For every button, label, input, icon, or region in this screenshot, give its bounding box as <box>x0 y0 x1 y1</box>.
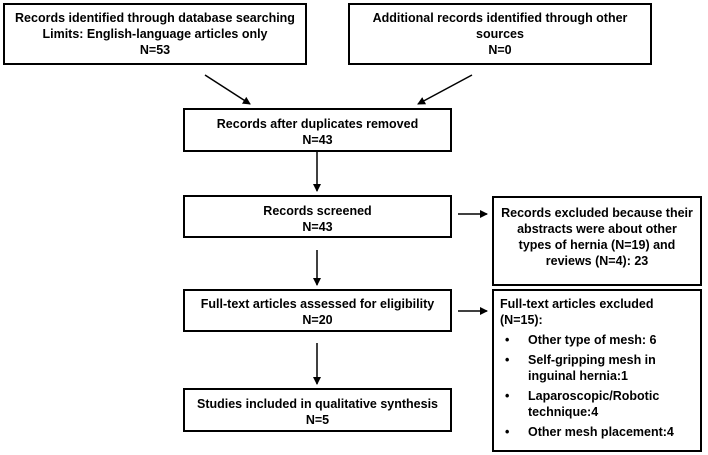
box-fulltext-assessed: Full-text articles assessed for eligibil… <box>183 289 452 332</box>
box-line: abstracts were about other <box>517 222 677 236</box>
list-item: • Other mesh placement:4 <box>500 424 694 440</box>
list-item: • Self-gripping mesh in inguinal hernia:1 <box>500 352 694 384</box>
box-label: Records screened <box>263 204 372 218</box>
bullet-icon: • <box>505 389 510 403</box>
arrow-other-to-duplicates <box>417 74 473 105</box>
box-label: Studies included in qualitative synthesi… <box>196 397 439 411</box>
box-line: Limits: English-language articles only <box>42 27 268 41</box>
box-count: N=5 <box>305 413 330 427</box>
box-count: N=0 <box>488 43 512 57</box>
exclusion-reasons-list: • Other type of mesh: 6 • Self-gripping me… <box>500 332 694 440</box>
box-line: types of hernia (N=19) and <box>518 238 676 252</box>
box-count: N=53 <box>139 43 171 57</box>
list-item-text: Laparoscopic/Robotic technique:4 <box>528 389 660 419</box>
list-item: • Other type of mesh: 6 <box>500 332 694 348</box>
box-duplicates-removed: Records after duplicates removed N=43 <box>183 108 452 152</box>
box-count: N=43 <box>302 133 333 147</box>
list-item: • Laparoscopic/Robotic technique:4 <box>500 388 694 420</box>
box-records-excluded: Records excluded because their abstracts… <box>492 196 702 286</box>
box-label: Full-text articles assessed for eligibil… <box>200 297 435 311</box>
box-records-screened: Records screened N=43 <box>183 195 452 238</box>
box-records-identified-other: Additional records identified through ot… <box>348 3 652 65</box>
bullet-icon: • <box>505 333 510 347</box>
list-item-text: Other type of mesh: 6 <box>528 333 657 347</box>
box-line: Records identified through database sear… <box>15 11 295 25</box>
bullet-icon: • <box>505 425 510 439</box>
box-count: N=20 <box>302 313 333 327</box>
bullet-icon: • <box>505 353 510 367</box>
arrow-db-to-duplicates <box>204 74 251 105</box>
box-label: Records after duplicates removed <box>216 117 419 131</box>
box-fulltext-excluded: Full-text articles excluded (N=15): • Oth… <box>492 289 702 452</box>
list-item-text: Other mesh placement:4 <box>528 425 674 439</box>
box-line: reviews (N=4): 23 <box>545 254 649 268</box>
list-item-text: Self-gripping mesh in inguinal hernia:1 <box>528 353 656 383</box>
box-records-identified-database: Records identified through database sear… <box>3 3 307 65</box>
box-line: sources <box>476 27 524 41</box>
box-line: Records excluded because their <box>501 206 693 220</box>
box-studies-included: Studies included in qualitative synthesi… <box>183 388 452 432</box>
box-count: N=43 <box>302 220 333 234</box>
box-title: Full-text articles excluded <box>500 297 654 311</box>
box-line: Additional records identified through ot… <box>372 11 628 25</box>
box-count: (N=15): <box>500 313 543 327</box>
